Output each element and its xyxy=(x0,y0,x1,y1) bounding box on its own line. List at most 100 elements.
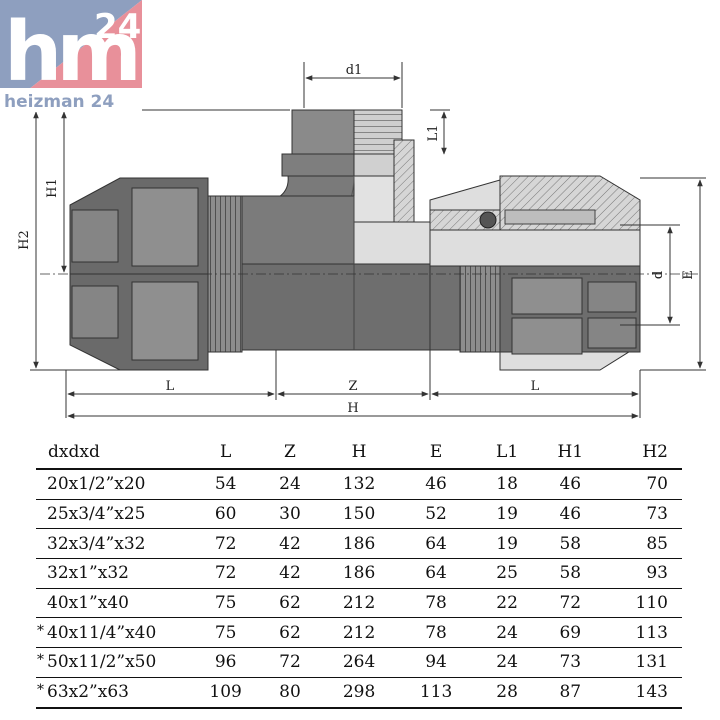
footnote-mark: * xyxy=(37,682,44,699)
dim-label-E: E xyxy=(681,270,696,280)
column-header: L xyxy=(196,436,256,470)
value-cell: 110 xyxy=(605,588,682,619)
column-header: E xyxy=(393,436,479,470)
logo-mark: hm xyxy=(4,5,136,100)
value-cell: 72 xyxy=(535,588,606,619)
value-cell: 72 xyxy=(196,558,256,589)
size-label: 32x1”x32 xyxy=(47,563,129,584)
value-cell: 25 xyxy=(478,558,536,589)
value-cell: 46 xyxy=(535,469,606,500)
logo-wordmark: heizman 24 xyxy=(4,92,114,112)
size-cell: 32x3/4”x32 xyxy=(36,528,197,560)
size-cell: *50x11/2”x50 xyxy=(36,647,197,678)
value-cell: 73 xyxy=(605,499,682,530)
value-cell: 19 xyxy=(478,499,536,530)
dim-label-H: H xyxy=(347,401,358,416)
value-cell: 75 xyxy=(196,617,256,649)
logo-number: 24 xyxy=(94,7,141,47)
value-cell: 64 xyxy=(393,528,479,560)
size-label: 63x2”x63 xyxy=(47,682,129,703)
tee-body xyxy=(239,195,471,351)
dim-label-L-left: L xyxy=(166,379,175,394)
size-label: 40x11/4”x40 xyxy=(47,622,157,643)
value-cell: 22 xyxy=(478,588,536,619)
column-header: H1 xyxy=(535,436,606,470)
footnote-mark: * xyxy=(37,622,44,639)
value-cell: 212 xyxy=(324,588,394,619)
dim-label-H1: H1 xyxy=(45,178,60,198)
value-cell: 298 xyxy=(324,677,394,709)
value-cell: 46 xyxy=(393,469,479,500)
value-cell: 42 xyxy=(255,528,325,560)
value-cell: 131 xyxy=(605,647,682,678)
column-header: dxdxd xyxy=(36,436,197,470)
value-cell: 24 xyxy=(255,469,325,500)
value-cell: 70 xyxy=(605,469,682,500)
value-cell: 93 xyxy=(605,558,682,589)
column-header: H2 xyxy=(605,436,682,470)
value-cell: 54 xyxy=(196,469,256,500)
value-cell: 19 xyxy=(478,528,536,560)
value-cell: 80 xyxy=(255,677,325,709)
size-label: 25x3/4”x25 xyxy=(47,504,146,525)
value-cell: 72 xyxy=(196,528,256,560)
value-cell: 75 xyxy=(196,588,256,619)
value-cell: 69 xyxy=(535,617,606,649)
value-cell: 96 xyxy=(196,647,256,678)
value-cell: 72 xyxy=(255,647,325,678)
size-label: 40x1”x40 xyxy=(47,593,129,614)
size-cell: 32x1”x32 xyxy=(36,558,197,589)
size-cell: 20x1/2”x20 xyxy=(36,469,197,500)
value-cell: 143 xyxy=(605,677,682,709)
value-cell: 264 xyxy=(324,647,394,678)
size-cell: *63x2”x63 xyxy=(36,677,197,709)
value-cell: 186 xyxy=(324,528,394,560)
value-cell: 30 xyxy=(255,499,325,530)
value-cell: 113 xyxy=(393,677,479,709)
value-cell: 24 xyxy=(478,617,536,649)
dim-label-Z: Z xyxy=(348,379,357,394)
column-header: L1 xyxy=(478,436,536,470)
value-cell: 73 xyxy=(535,647,606,678)
value-cell: 78 xyxy=(393,617,479,649)
value-cell: 78 xyxy=(393,588,479,619)
value-cell: 113 xyxy=(605,617,682,649)
value-cell: 58 xyxy=(535,558,606,589)
value-cell: 18 xyxy=(478,469,536,500)
size-label: 32x3/4”x32 xyxy=(47,533,146,554)
dim-label-L-right: L xyxy=(531,379,540,394)
right-compression-nut xyxy=(429,175,641,371)
value-cell: 24 xyxy=(478,647,536,678)
value-cell: 62 xyxy=(255,588,325,619)
value-cell: 150 xyxy=(324,499,394,530)
column-header: Z xyxy=(255,436,325,470)
value-cell: 52 xyxy=(393,499,479,530)
value-cell: 132 xyxy=(324,469,394,500)
value-cell: 60 xyxy=(196,499,256,530)
dim-label-L1: L1 xyxy=(426,125,441,142)
footnote-mark: * xyxy=(37,652,44,669)
value-cell: 28 xyxy=(478,677,536,709)
size-cell: *40x11/4”x40 xyxy=(36,617,197,649)
value-cell: 87 xyxy=(535,677,606,709)
value-cell: 186 xyxy=(324,558,394,589)
value-cell: 64 xyxy=(393,558,479,589)
value-cell: 42 xyxy=(255,558,325,589)
dim-label-d: d xyxy=(651,271,666,279)
value-cell: 94 xyxy=(393,647,479,678)
column-header: H xyxy=(324,436,394,470)
value-cell: 109 xyxy=(196,677,256,709)
size-label: 50x11/2”x50 xyxy=(47,652,157,673)
dimension-lines xyxy=(30,62,706,419)
dim-label-H2: H2 xyxy=(17,230,32,250)
